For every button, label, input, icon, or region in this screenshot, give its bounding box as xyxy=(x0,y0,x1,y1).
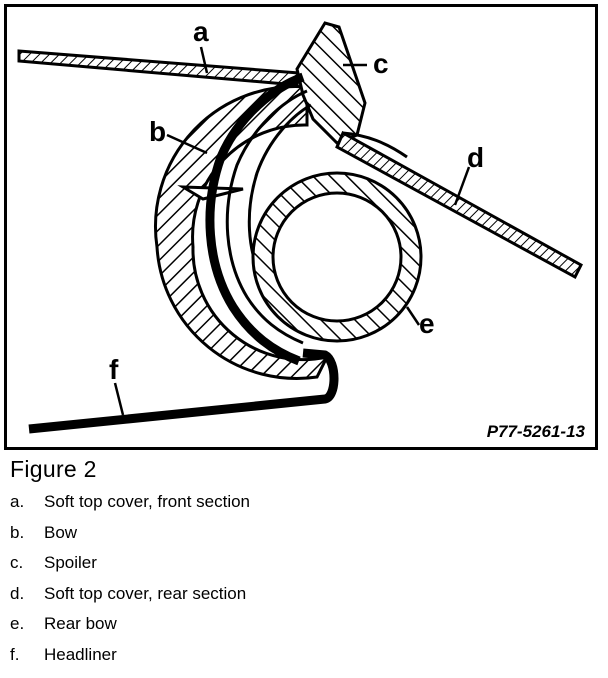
callout-f: f xyxy=(109,354,119,385)
callout-b: b xyxy=(149,116,166,147)
cross-section-drawing: a b c d e f P77-5261-13 xyxy=(17,16,586,441)
legend-key: f. xyxy=(10,644,20,664)
legend-item: b. Bow xyxy=(10,518,600,549)
legend-key: d. xyxy=(10,583,25,603)
legend-text: Soft top cover, front section xyxy=(44,492,251,511)
legend-text: Soft top cover, rear section xyxy=(44,583,247,603)
legend-item: f. Headliner xyxy=(10,640,600,671)
callout-a: a xyxy=(193,16,209,47)
legend-list: a. Soft top cover, front section b. Bow c.… xyxy=(10,487,600,670)
front-cover-strip xyxy=(17,49,301,87)
legend-item: d. Soft top cover, rear section xyxy=(10,579,600,610)
legend-text: Rear bow xyxy=(44,614,117,633)
legend-text: Spoiler xyxy=(44,553,97,572)
legend-text: Bow xyxy=(44,522,78,542)
headliner-strip xyxy=(28,348,339,434)
rear-bow-ring xyxy=(251,171,423,343)
caption-title: Figure 2 xyxy=(10,456,97,482)
technical-diagram: a b c d e f P77-5261-13 xyxy=(4,4,598,450)
rear-cover-strip xyxy=(335,130,583,280)
callout-d: d xyxy=(467,142,484,173)
legend-key: b. xyxy=(10,522,25,542)
legend-item: a. Soft top cover, front section xyxy=(10,487,600,518)
legend-item: c. Spoiler xyxy=(10,548,600,579)
callout-e: e xyxy=(419,308,435,339)
callout-c: c xyxy=(373,48,389,79)
legend-key: a. xyxy=(10,492,25,511)
legend-key: e. xyxy=(10,614,25,633)
figure-caption: Figure 2 a. Soft top cover, front section… xyxy=(10,456,600,670)
figure-id: P77-5261-13 xyxy=(487,422,586,441)
legend-item: e. Rear bow xyxy=(10,609,600,640)
leader-lines xyxy=(113,46,471,416)
legend-text: Headliner xyxy=(44,644,117,664)
legend-key: c. xyxy=(10,553,24,572)
